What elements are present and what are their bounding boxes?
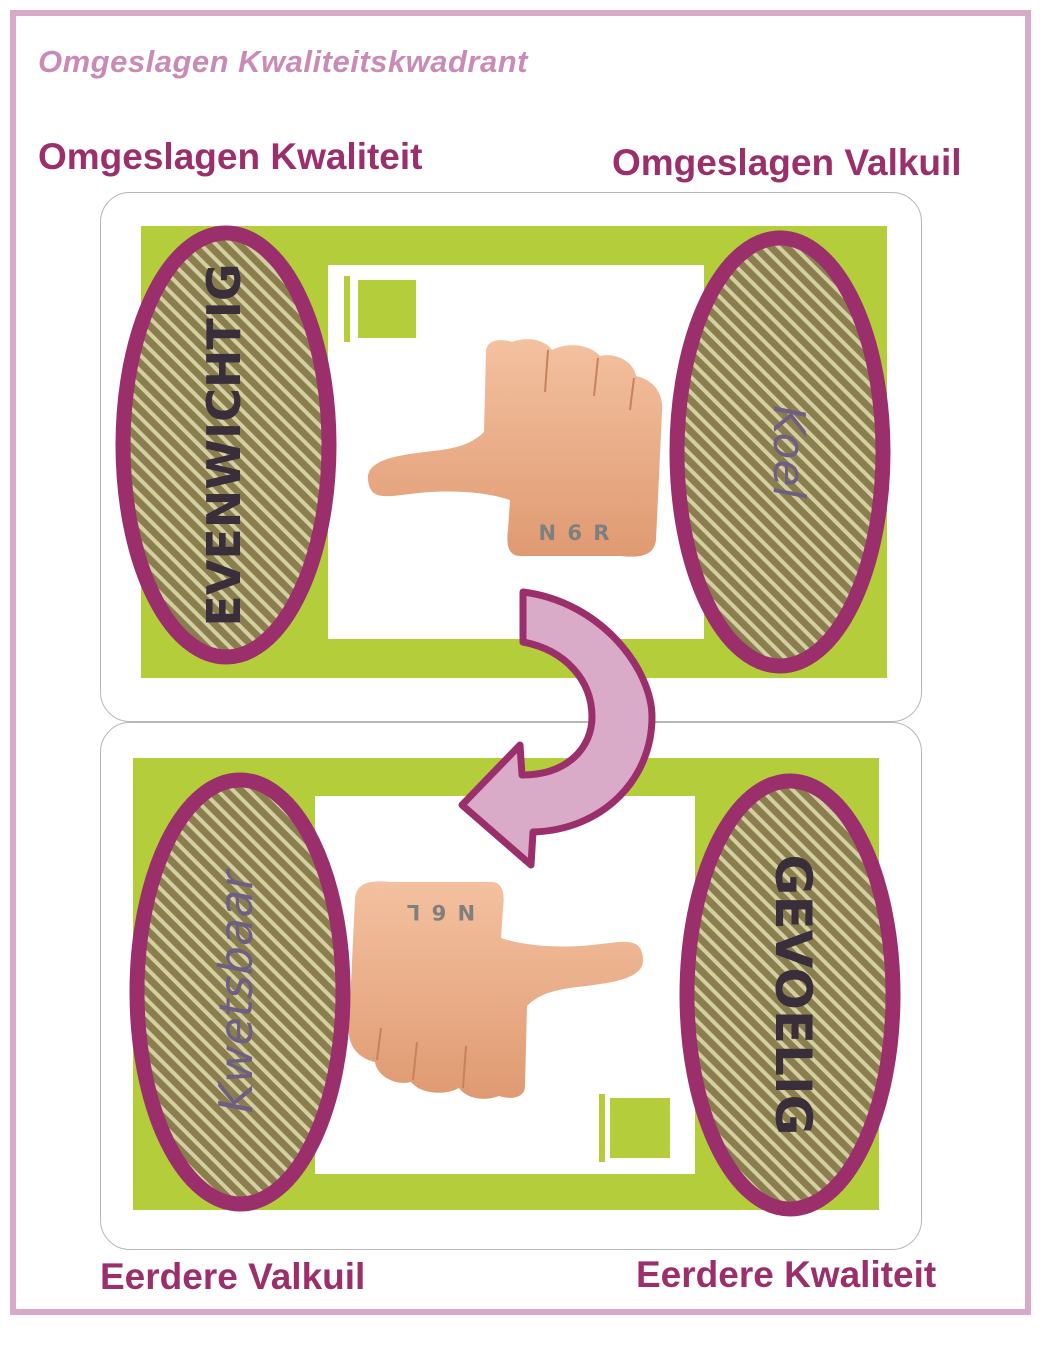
bottom-card-corner-square	[610, 1098, 670, 1158]
corner-label-bottom-left: Eerdere Valkuil	[100, 1256, 366, 1297]
corner-label-top-right: Omgeslagen Valkuil	[612, 142, 962, 183]
outer-frame	[10, 10, 1031, 1315]
corner-label-top-left: Omgeslagen Kwaliteit	[38, 136, 423, 177]
page-title: Omgeslagen Kwaliteitskwadrant	[38, 44, 528, 79]
bottom-left-oval-label: Kwetsbaar	[209, 868, 263, 1114]
corner-label-bottom-right: Eerdere Kwaliteit	[636, 1254, 937, 1295]
top-right-oval: Koel	[669, 230, 891, 674]
bottom-right-oval: GEVOELIG	[679, 773, 901, 1217]
top-left-oval-label: EVENWICHTIG	[197, 263, 251, 626]
bottom-card-code: N 6 L	[405, 900, 475, 924]
top-card-graphic: N 6 R EVENWICHTIG Koel	[115, 225, 891, 678]
bottom-left-oval: Kwetsbaar	[129, 772, 351, 1212]
top-left-oval: EVENWICHTIG	[115, 225, 337, 665]
thumbs-up-icon: N 6 L	[348, 881, 644, 1099]
thumbs-down-icon: N 6 R	[367, 339, 663, 557]
curved-arrow-icon	[458, 588, 656, 869]
bottom-card-corner-bar	[599, 1094, 605, 1162]
top-right-oval-label: Koel	[763, 405, 814, 499]
top-card-code: N 6 R	[539, 521, 612, 545]
top-card-corner-square	[358, 280, 416, 338]
bottom-right-oval-label: GEVOELIG	[764, 854, 822, 1135]
top-card-corner-bar	[344, 276, 350, 342]
